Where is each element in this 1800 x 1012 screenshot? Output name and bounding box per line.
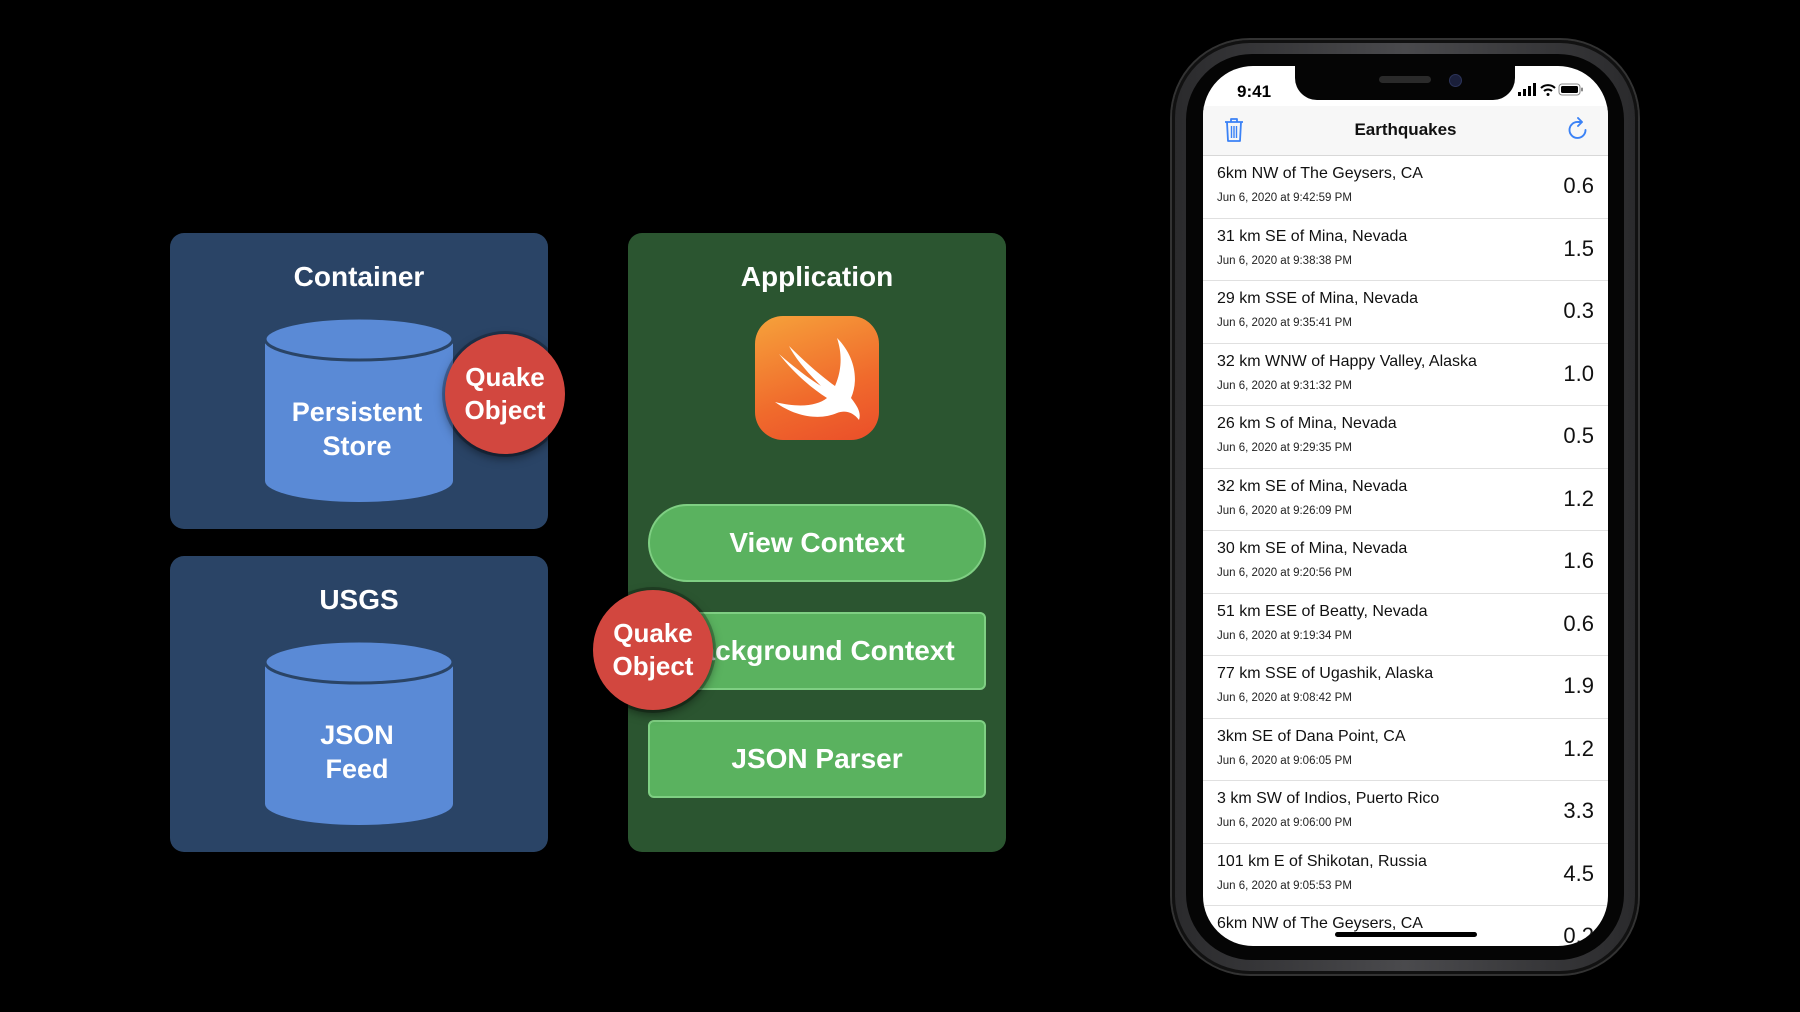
usgs-title: USGS: [319, 584, 399, 615]
quake-object-line2: Object: [464, 395, 546, 425]
quake-magnitude: 1.0: [1563, 360, 1594, 386]
quake-place: 6km NW of The Geysers, CA: [1217, 165, 1423, 182]
quake-place: 32 km WNW of Happy Valley, Alaska: [1217, 352, 1477, 370]
front-camera: [1449, 74, 1462, 87]
view-context-label: View Context: [729, 527, 905, 558]
quake-magnitude: 1.5: [1563, 235, 1594, 261]
quake-place: 31 km SE of Mina, Nevada: [1217, 227, 1408, 245]
quake-magnitude: 0.6: [1563, 610, 1594, 636]
quake-date: Jun 6, 2020 at 9:31:32 PM: [1217, 379, 1352, 392]
speaker-grille: [1379, 76, 1431, 83]
json-feed-label-line2: Feed: [325, 754, 389, 784]
wifi-icon: [1540, 84, 1556, 96]
persistent-store-database-icon: [263, 317, 455, 502]
quake-magnitude: 3.3: [1563, 798, 1594, 823]
quake-place: 26 km S of Mina, Nevada: [1217, 415, 1397, 432]
persistent-store-label: Persistent Store: [168, 395, 546, 463]
quake-place: 30 km SE of Mina, Nevada: [1217, 540, 1408, 557]
phone-notch: [1295, 66, 1515, 100]
quake-object-bubble-background: Quake Object: [593, 590, 713, 710]
json-parser-button[interactable]: JSON Parser: [648, 720, 986, 798]
background-context-label: Background Context: [679, 635, 955, 666]
nav-title: Earthquakes: [1354, 120, 1457, 139]
earthquake-list[interactable]: 6km NW of The Geysers, CA Jun 6, 2020 at …: [1203, 156, 1608, 946]
quake-magnitude: 0.5: [1563, 423, 1594, 448]
list-item[interactable]: 3km SE of Dana Point, CA Jun 6, 2020 at 9…: [1203, 719, 1608, 781]
quake-place: 29 km SSE of Mina, Nevada: [1217, 290, 1418, 307]
quake-date: Jun 6, 2020 at 9:05:53 PM: [1217, 879, 1352, 892]
quake-date: Jun 6, 2020 at 9:38:38 PM: [1217, 254, 1352, 267]
quake-date: Jun 6, 2020 at 9:08:42 PM: [1217, 692, 1352, 704]
list-item[interactable]: 6km NW of The Geysers, CA 0.2: [1203, 906, 1608, 946]
quake-date: Jun 6, 2020 at 9:06:05 PM: [1217, 754, 1352, 767]
quake-object-line1: Quake: [613, 618, 693, 648]
status-time: 9:41: [1237, 82, 1272, 101]
quake-place: 3 km SW of Indios, Puerto Rico: [1217, 790, 1440, 807]
quake-date: Jun 6, 2020 at 9:35:41 PM: [1217, 317, 1352, 329]
quake-magnitude: 1.9: [1563, 673, 1594, 698]
container-title: Container: [293, 261, 425, 292]
refresh-icon[interactable]: [1566, 117, 1590, 143]
view-context-button[interactable]: View Context: [648, 504, 986, 582]
quake-date: Jun 6, 2020 at 9:26:09 PM: [1217, 504, 1352, 517]
quake-magnitude: 1.6: [1563, 548, 1594, 573]
quake-place: 6km NW of The Geysers, CA: [1217, 915, 1423, 932]
cellular-signal-icon: [1518, 83, 1536, 96]
application-title: Application: [740, 261, 894, 292]
quake-magnitude: 4.5: [1563, 860, 1594, 886]
quake-place: 77 km SSE of Ugashik, Alaska: [1217, 665, 1434, 682]
quake-place: 3km SE of Dana Point, CA: [1217, 727, 1406, 745]
trash-icon[interactable]: [1223, 117, 1245, 143]
quake-object-line2: Object: [612, 651, 694, 681]
home-indicator[interactable]: [1335, 932, 1477, 937]
quake-place: 51 km ESE of Beatty, Nevada: [1217, 602, 1428, 620]
quake-magnitude: 0.3: [1563, 298, 1594, 323]
quake-date: Jun 6, 2020 at 9:20:56 PM: [1217, 567, 1352, 579]
quake-object-line1: Quake: [465, 362, 545, 392]
persistent-store-label-line2: Store: [322, 431, 392, 461]
navigation-bar: Earthquakes: [1203, 106, 1608, 156]
quake-date: Jun 6, 2020 at 9:06:00 PM: [1217, 817, 1352, 829]
swift-logo-icon: [755, 316, 879, 440]
quake-object-bubble-store: Quake Object: [445, 334, 565, 454]
application-panel: Application View Context Background Cont…: [628, 233, 1006, 852]
quake-magnitude: 0.2: [1563, 923, 1594, 946]
quake-date: Jun 6, 2020 at 9:19:34 PM: [1217, 629, 1352, 642]
quake-place: 32 km SE of Mina, Nevada: [1217, 477, 1408, 495]
json-parser-label: JSON Parser: [731, 743, 903, 774]
quake-magnitude: 1.2: [1563, 735, 1594, 761]
json-feed-label-line1: JSON: [320, 720, 394, 750]
persistent-store-label-line1: Persistent: [291, 397, 423, 427]
quake-date: Jun 6, 2020 at 9:29:35 PM: [1217, 442, 1352, 454]
battery-icon: [1558, 83, 1583, 96]
status-icons: [1518, 83, 1583, 96]
quake-date: Jun 6, 2020 at 9:42:59 PM: [1217, 192, 1352, 204]
json-feed-database-icon: [263, 640, 455, 825]
quake-magnitude: 0.6: [1563, 173, 1594, 198]
phone-screen: 9:41 Earthquakes 6km NW of The G: [1203, 66, 1608, 946]
quake-magnitude: 1.2: [1563, 485, 1594, 511]
list-item[interactable]: 6km NW of The Geysers, CA Jun 6, 2020 at …: [1203, 156, 1608, 219]
quake-place: 101 km E of Shikotan, Russia: [1217, 852, 1427, 870]
usgs-panel: USGS JSON Feed: [170, 556, 548, 852]
json-feed-label: JSON Feed: [168, 718, 546, 786]
